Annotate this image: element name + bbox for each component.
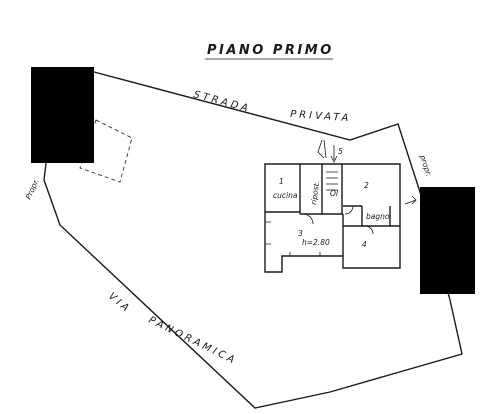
dashed-outbuilding	[79, 119, 133, 183]
room-number-2: 2	[364, 181, 369, 190]
room-label-height: h=2.80	[302, 238, 330, 247]
property-boundary	[43, 71, 463, 409]
room-number-4: 4	[362, 240, 367, 249]
stair-lines	[326, 171, 338, 191]
room-number-3: 3	[298, 229, 303, 238]
interior-walls	[265, 164, 400, 256]
label-strada: STRADA	[192, 89, 252, 115]
redaction-block-left	[31, 67, 94, 163]
label-privata: PRIVATA	[290, 109, 352, 124]
room-label-cucina: cucina	[273, 191, 298, 200]
entrance-arrow-right	[404, 195, 417, 205]
label-propr-left: Propr.	[24, 177, 41, 201]
room-number-1: 1	[279, 177, 284, 186]
plan-title: PIANO PRIMO	[207, 43, 334, 58]
room-label-ripost: ripost.	[309, 181, 321, 206]
label-via: VIA	[106, 291, 133, 316]
label-panoramica: PANORAMICA	[147, 315, 239, 367]
door-swings	[266, 205, 374, 256]
room-number-5: 5	[338, 147, 343, 156]
room-label-ol: Ol	[330, 189, 339, 198]
redaction-block-right	[420, 187, 475, 294]
entrance-arrow	[317, 139, 338, 163]
label-propr-right: propr.	[418, 153, 434, 178]
room-label-bagno: bagno	[366, 212, 390, 221]
